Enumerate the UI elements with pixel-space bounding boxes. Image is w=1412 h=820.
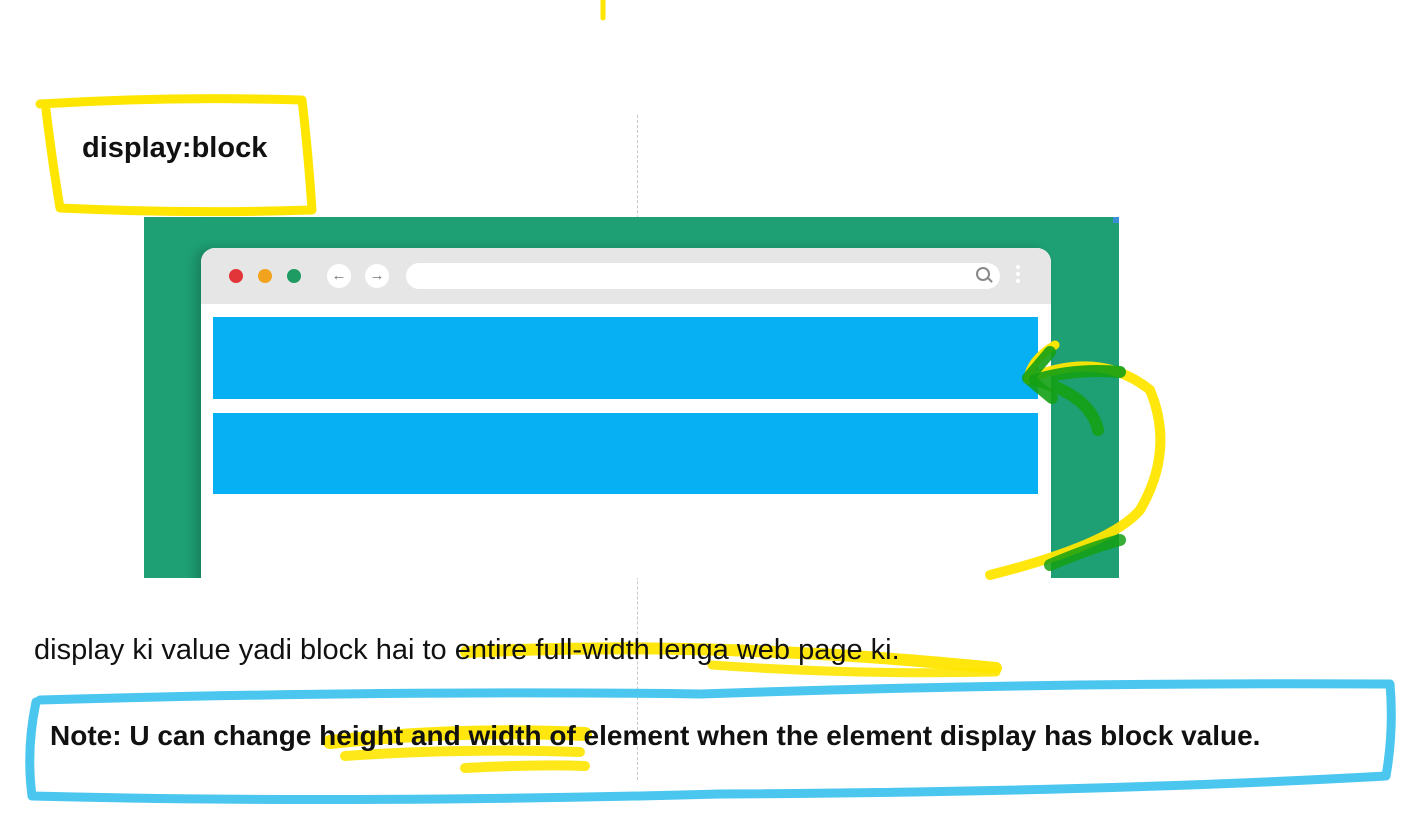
- back-arrow-icon: ←: [327, 264, 351, 288]
- close-dot-icon: [229, 269, 243, 283]
- maximize-dot-icon: [287, 269, 301, 283]
- note-text-highlight-2: [340, 745, 590, 773]
- body-text: display ki value yadi block hai to entir…: [34, 634, 900, 666]
- illustration-corner-accent: [1113, 217, 1119, 223]
- minimize-dot-icon: [258, 269, 272, 283]
- browser-toolbar: ← →: [201, 248, 1051, 304]
- note-text: Note: U can change height and width of e…: [50, 720, 1261, 751]
- kebab-menu-icon: [1015, 262, 1021, 290]
- block-element-2: [213, 413, 1038, 494]
- address-bar: [406, 263, 1000, 289]
- browser-window-mockup: ← →: [201, 248, 1051, 578]
- search-icon: [976, 267, 990, 281]
- forward-arrow-icon: →: [365, 264, 389, 288]
- section-heading: display:block: [82, 132, 268, 164]
- block-element-1: [213, 317, 1038, 399]
- display-block-illustration: ← →: [144, 217, 1119, 578]
